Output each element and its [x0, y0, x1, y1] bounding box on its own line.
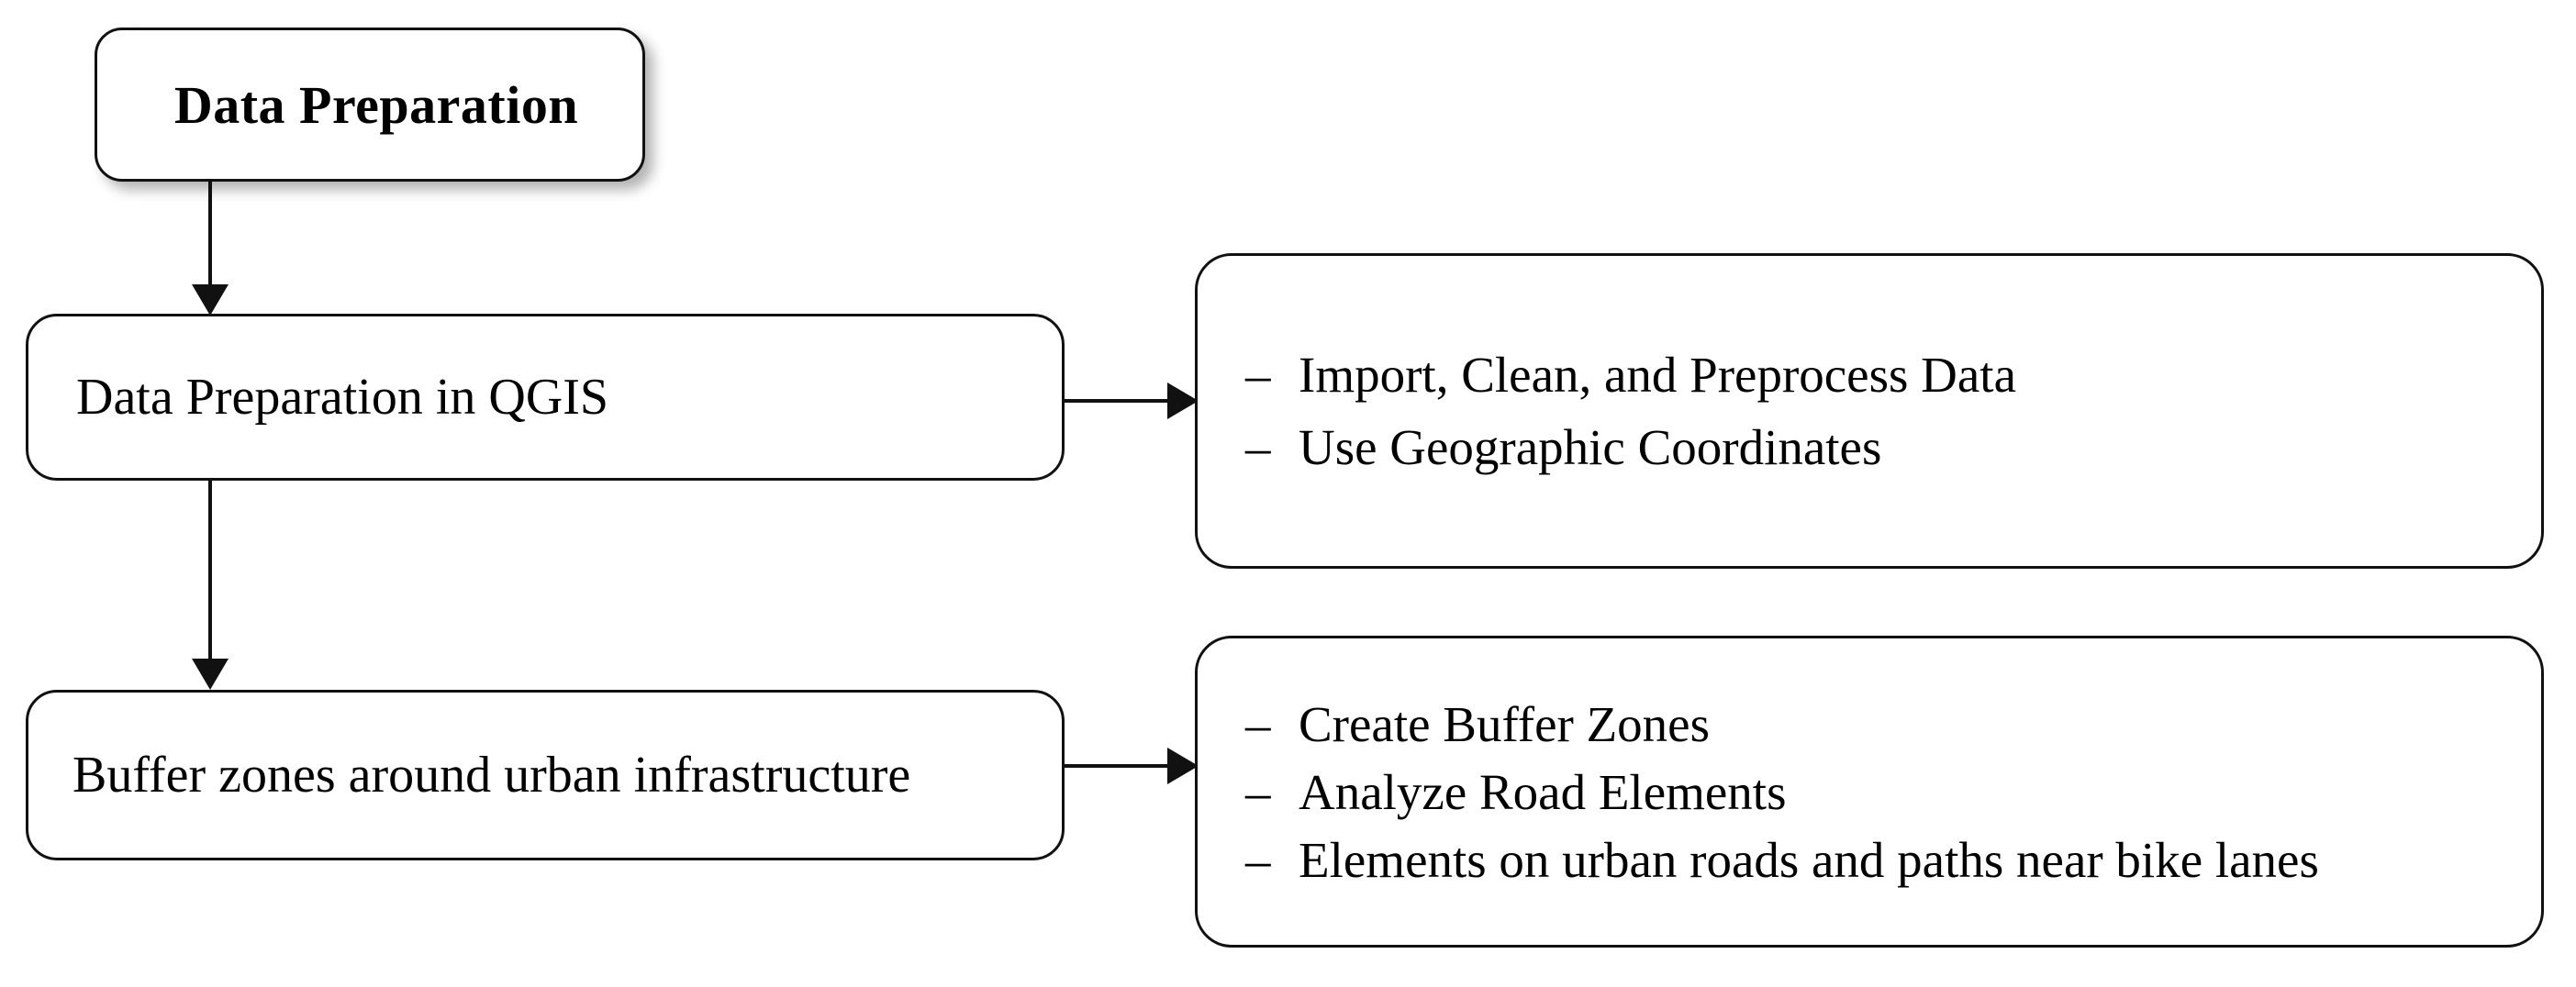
connector-qgis-to-prep-panel-line	[1065, 399, 1173, 403]
buffer-bullet-list: – Create Buffer Zones – Analyze Road Ele…	[1198, 682, 2541, 903]
dash-bullet-icon: –	[1245, 347, 1271, 403]
node-buffer-zones[interactable]: Buffer zones around urban infrastructure	[26, 690, 1065, 860]
prep-bullet-list: – Import, Clean, and Preprocess Data – U…	[1198, 327, 2541, 494]
dash-bullet-icon: –	[1245, 831, 1271, 888]
panel-buffer-zone-details[interactable]: – Create Buffer Zones – Analyze Road Ele…	[1195, 636, 2544, 948]
node-data-preparation-label: Data Preparation	[173, 74, 579, 135]
list-item: – Elements on urban roads and paths near…	[1198, 835, 2541, 885]
connector-qgis-to-buffer-line	[208, 481, 212, 664]
connector-start-to-qgis-line	[208, 182, 212, 290]
list-item-label: Create Buffer Zones	[1299, 695, 1710, 752]
connector-qgis-to-buffer-arrowhead-icon	[192, 659, 229, 690]
node-data-preparation[interactable]: Data Preparation	[95, 28, 645, 182]
connector-buffer-to-buffer-panel-line	[1065, 764, 1173, 768]
node-data-preparation-in-qgis[interactable]: Data Preparation in QGIS	[26, 314, 1065, 481]
node-buffer-zones-label: Buffer zones around urban infrastructure	[72, 747, 911, 804]
list-item: – Create Buffer Zones	[1198, 699, 2541, 749]
panel-data-preparation-details[interactable]: – Import, Clean, and Preprocess Data – U…	[1195, 253, 2544, 569]
dash-bullet-icon: –	[1245, 419, 1271, 475]
list-item-label: Use Geographic Coordinates	[1299, 419, 1882, 475]
dash-bullet-icon: –	[1245, 695, 1271, 752]
connector-start-to-qgis-arrowhead-icon	[192, 284, 229, 316]
list-item: – Analyze Road Elements	[1198, 767, 2541, 817]
list-item-label: Elements on urban roads and paths near b…	[1299, 831, 2319, 888]
dash-bullet-icon: –	[1245, 763, 1271, 820]
list-item: – Import, Clean, and Preprocess Data	[1198, 349, 2541, 400]
connector-qgis-to-prep-panel-arrowhead-icon	[1167, 383, 1199, 419]
connector-buffer-to-buffer-panel-arrowhead-icon	[1167, 748, 1199, 784]
list-item: – Use Geographic Coordinates	[1198, 422, 2541, 472]
list-item-label: Analyze Road Elements	[1299, 763, 1787, 820]
list-item-label: Import, Clean, and Preprocess Data	[1299, 347, 2016, 403]
node-data-preparation-in-qgis-label: Data Preparation in QGIS	[76, 369, 609, 426]
